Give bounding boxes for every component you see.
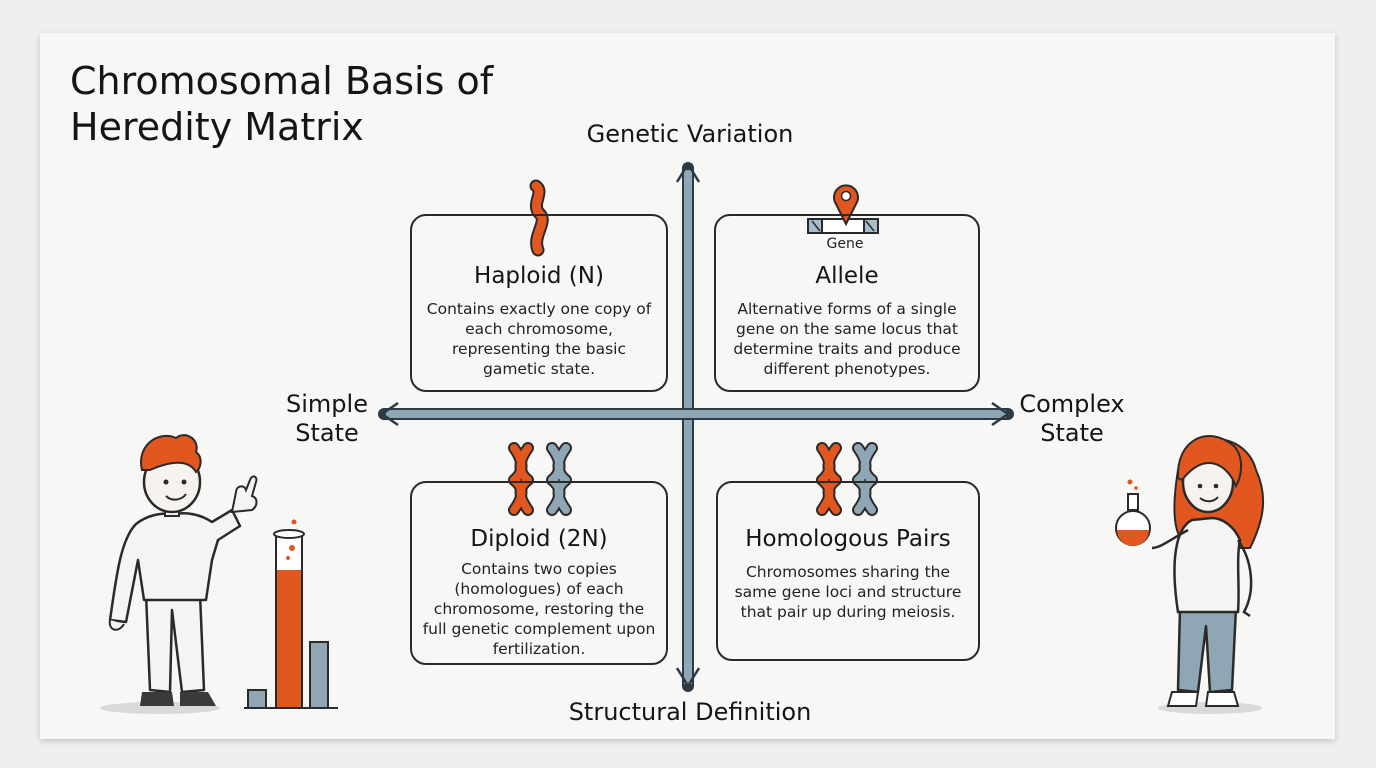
flask-icon [1115, 479, 1151, 546]
bar-chart-illustration [244, 519, 338, 709]
quadrant-haploid: Haploid (N) Contains exactly one copy of… [410, 214, 668, 392]
quadrant-diploid: Diploid (2N) Contains two copies (homolo… [410, 481, 668, 665]
axis-label-left: Simple State [286, 390, 368, 447]
quadrant-description: Chromosomes sharing the same gene loci a… [734, 563, 962, 621]
axis-label-top: Genetic Variation [586, 120, 794, 148]
axis-label-bottom: Structural Definition [568, 698, 812, 726]
quadrant-heading: Haploid (N) [474, 263, 604, 289]
quadrant-homologous-pairs: Homologous Pairs Chromosomes sharing the… [716, 481, 980, 661]
quadrant-allele: Allele Alternative forms of a single gen… [714, 214, 980, 392]
scientist-man-illustration [100, 434, 258, 714]
diagram-title: Chromosomal Basis of Heredity Matrix [70, 59, 494, 149]
quadrant-heading: Homologous Pairs [745, 526, 951, 552]
quadrant-heading: Diploid (2N) [470, 526, 608, 552]
quadrant-description: Alternative forms of a single gene on th… [733, 300, 961, 378]
scientist-woman-illustration [1151, 435, 1265, 714]
axis-label-right: Complex State [1019, 390, 1125, 447]
quadrant-description: Contains exactly one copy of each chromo… [426, 300, 652, 378]
gene-locus-icon [807, 184, 879, 234]
quadrant-description: Contains two copies (homologues) of each… [422, 560, 656, 658]
gene-icon-label: Gene [826, 236, 864, 252]
quadrant-heading: Allele [815, 263, 879, 289]
